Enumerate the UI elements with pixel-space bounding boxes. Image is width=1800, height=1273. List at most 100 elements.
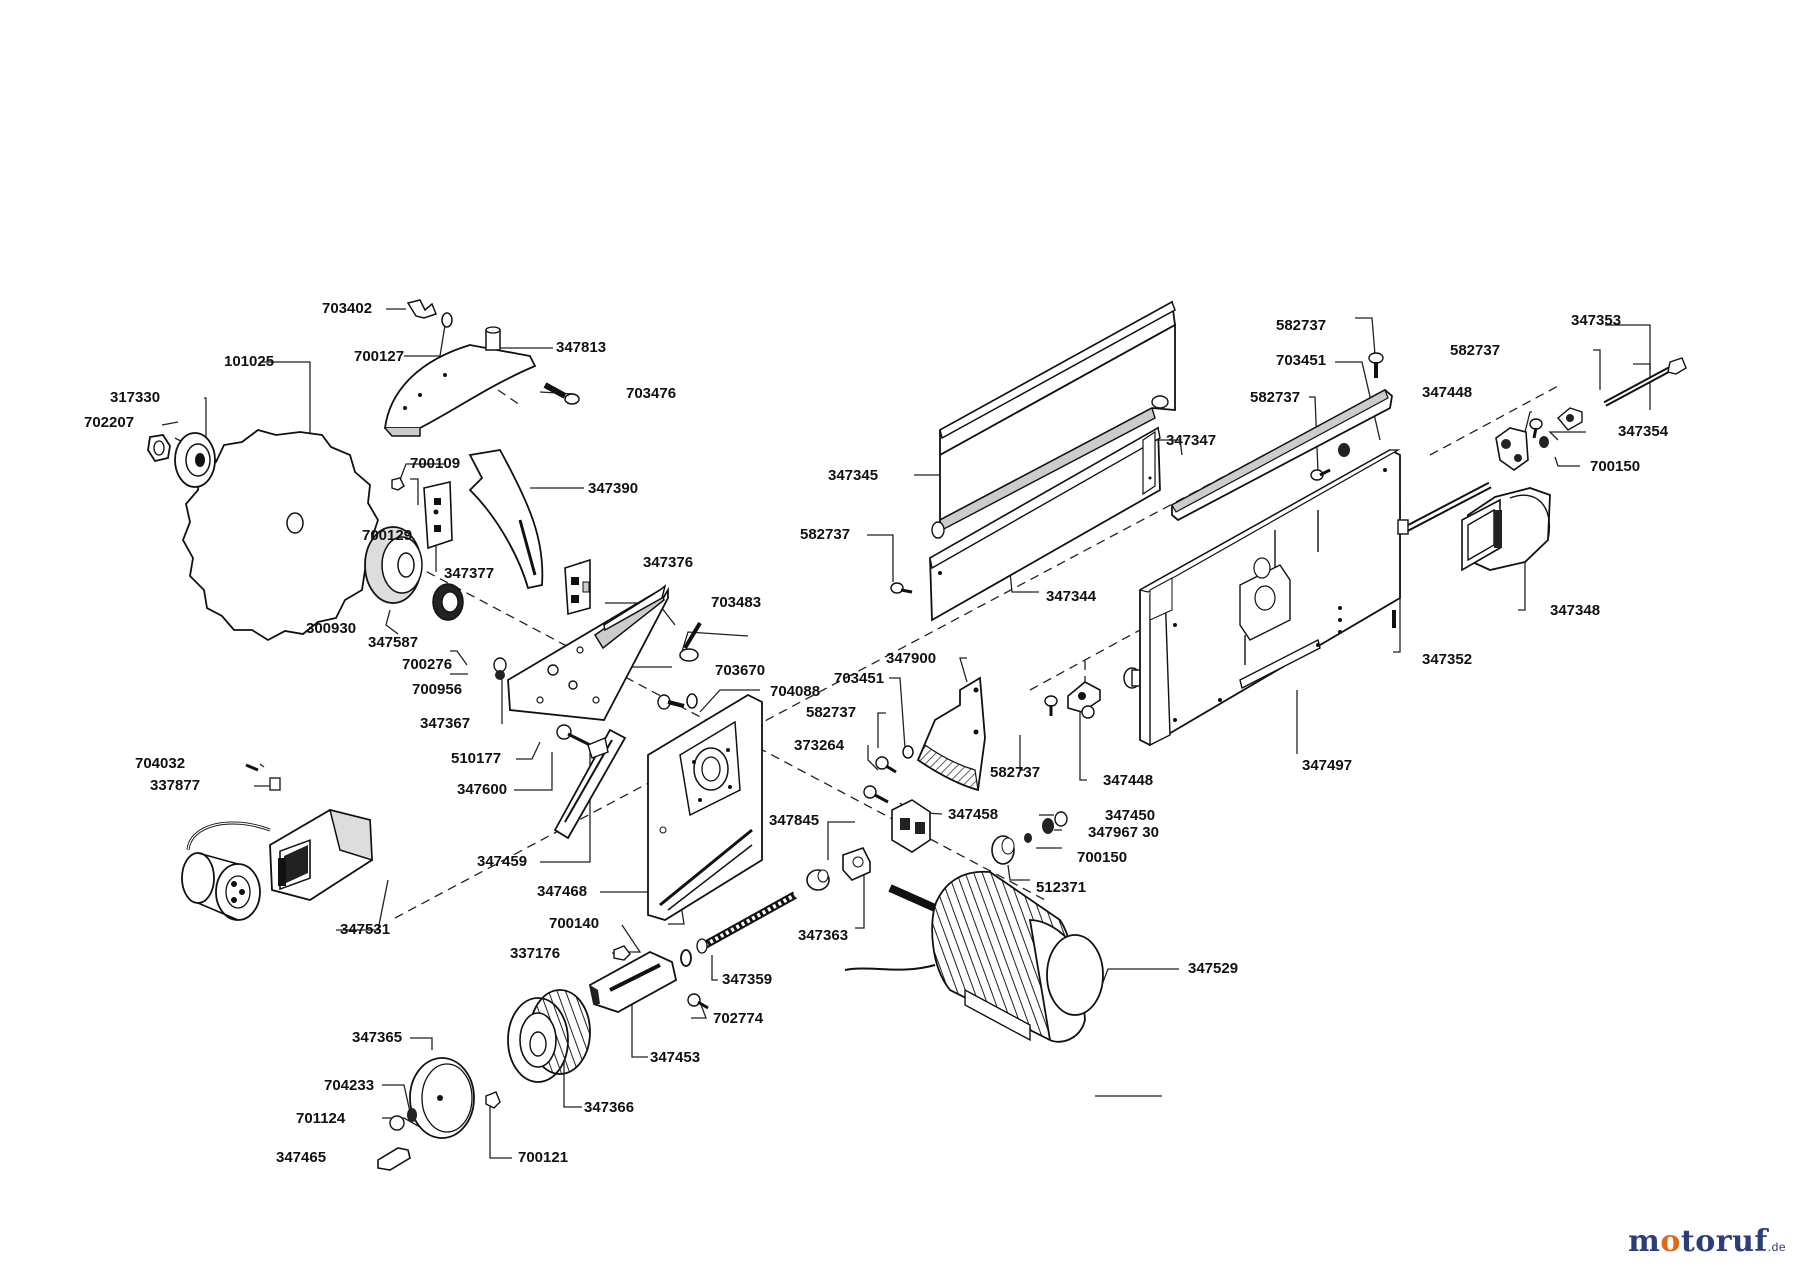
part-label[interactable]: 704032 (135, 755, 186, 772)
part-label[interactable]: 582737 (1276, 317, 1327, 334)
clamp-screw (556, 724, 593, 748)
part-label[interactable]: 347458 (948, 806, 999, 823)
part-label[interactable]: 701124 (296, 1110, 346, 1127)
part-label[interactable]: 347529 (1188, 960, 1239, 977)
riving-knife (468, 449, 544, 590)
part-label[interactable]: 510177 (451, 750, 502, 767)
part-label[interactable]: 347845 (769, 812, 820, 829)
tilt-washer-small (1024, 833, 1032, 843)
part-label[interactable]: 347377 (444, 565, 495, 582)
part-label[interactable]: 703402 (322, 300, 373, 317)
power-plug (181, 852, 261, 921)
part-label[interactable]: 347359 (722, 971, 773, 988)
switch-box (269, 808, 373, 901)
part-label[interactable]: 347366 (584, 1099, 635, 1116)
part-label[interactable]: 347390 (588, 480, 639, 497)
part-label[interactable]: 582737 (1450, 342, 1501, 359)
tilting-plate (647, 693, 763, 921)
part-label[interactable]: 700109 (410, 455, 461, 472)
part-label[interactable]: 347497 (1302, 757, 1353, 774)
part-label[interactable]: 512371 (1036, 879, 1087, 896)
part-label[interactable]: 704233 (324, 1077, 375, 1094)
part-label[interactable]: 703451 (1276, 352, 1327, 369)
part-label[interactable]: 347448 (1103, 772, 1154, 789)
flange (364, 526, 423, 604)
part-label[interactable]: 347813 (556, 339, 607, 356)
top-screw (1368, 352, 1384, 378)
part-label[interactable]: 347344 (1046, 588, 1097, 605)
part-label[interactable]: 700150 (1590, 458, 1641, 475)
part-label[interactable]: 347376 (643, 554, 694, 571)
part-label[interactable]: 702774 (713, 1010, 764, 1027)
part-label[interactable]: 582737 (806, 704, 857, 721)
part-label[interactable]: 703483 (711, 594, 762, 611)
brand-logo: motoruf.de (1628, 1224, 1786, 1259)
bracket-screw-small (875, 756, 897, 774)
part-label[interactable]: 347353 (1571, 312, 1622, 329)
part-label[interactable]: 347363 (798, 927, 849, 944)
part-label[interactable]: 347365 (352, 1029, 403, 1046)
part-label[interactable]: 700150 (1077, 849, 1128, 866)
part-label[interactable]: 703476 (626, 385, 677, 402)
part-label[interactable]: 582737 (800, 526, 851, 543)
part-label[interactable]: 702207 (84, 414, 135, 431)
saw-table (1138, 448, 1401, 747)
part-label[interactable]: 347468 (537, 883, 588, 900)
part-label[interactable]: 347352 (1422, 651, 1473, 668)
part-label[interactable]: 337877 (150, 777, 201, 794)
part-label[interactable]: 347345 (828, 467, 879, 484)
part-label[interactable]: 373264 (794, 737, 845, 754)
part-label[interactable]: 347354 (1618, 423, 1669, 440)
end-cap (1461, 487, 1551, 572)
part-label[interactable]: 347448 (1422, 384, 1473, 401)
part-label[interactable]: 582737 (990, 764, 1041, 781)
wing-nut (406, 299, 437, 319)
part-label[interactable]: 700121 (518, 1149, 569, 1166)
part-label[interactable]: 300930 (306, 620, 357, 637)
handwheel (507, 989, 591, 1083)
part-label[interactable]: 703451 (834, 670, 885, 687)
disc-washer (407, 1108, 417, 1122)
part-label[interactable]: 101025 (224, 353, 275, 370)
tilt-screw (1044, 695, 1058, 716)
mount-screw (863, 785, 889, 804)
spindle-nut (613, 945, 631, 961)
top-washer (1338, 443, 1350, 457)
part-label[interactable]: 347587 (368, 634, 419, 651)
end-bracket-screw (1529, 418, 1543, 439)
part-label[interactable]: 347900 (886, 650, 937, 667)
part-label[interactable]: 703670 (715, 662, 766, 679)
extension-shaft (1397, 481, 1492, 535)
top-screw-small (1310, 468, 1331, 481)
guide-rail (1171, 388, 1393, 522)
blade-guard (383, 326, 537, 437)
end-bracket (1495, 427, 1529, 471)
part-label[interactable]: 347967 30 (1088, 824, 1159, 841)
part-label[interactable]: 347348 (1550, 602, 1601, 619)
part-label[interactable]: 347347 (1166, 432, 1217, 449)
tilt-washers (1042, 811, 1068, 834)
part-label[interactable]: 700129 (362, 527, 413, 544)
part-label[interactable]: 347600 (457, 781, 508, 798)
part-label[interactable]: 582737 (1250, 389, 1301, 406)
part-label[interactable]: 700127 (354, 348, 405, 365)
part-label[interactable]: 704088 (770, 683, 821, 700)
guard-pin (543, 382, 580, 405)
part-label[interactable]: 347531 (340, 921, 391, 938)
part-label[interactable]: 700276 (402, 656, 453, 673)
part-label[interactable]: 317330 (110, 389, 161, 406)
clamp-plate-small (423, 481, 453, 550)
part-label[interactable]: 347465 (276, 1149, 327, 1166)
part-label[interactable]: 347453 (650, 1049, 701, 1066)
part-label[interactable]: 347459 (477, 853, 528, 870)
blade-washer (174, 432, 216, 488)
part-label[interactable]: 347450 (1105, 807, 1156, 824)
part-label[interactable]: 700956 (412, 681, 463, 698)
knob-screw (679, 621, 702, 662)
part-label[interactable]: 700140 (549, 915, 600, 932)
part-label[interactable]: 347367 (420, 715, 471, 732)
part-label[interactable]: 337176 (510, 945, 561, 962)
fence-plate (929, 426, 1161, 622)
bracket-screw (493, 657, 507, 680)
